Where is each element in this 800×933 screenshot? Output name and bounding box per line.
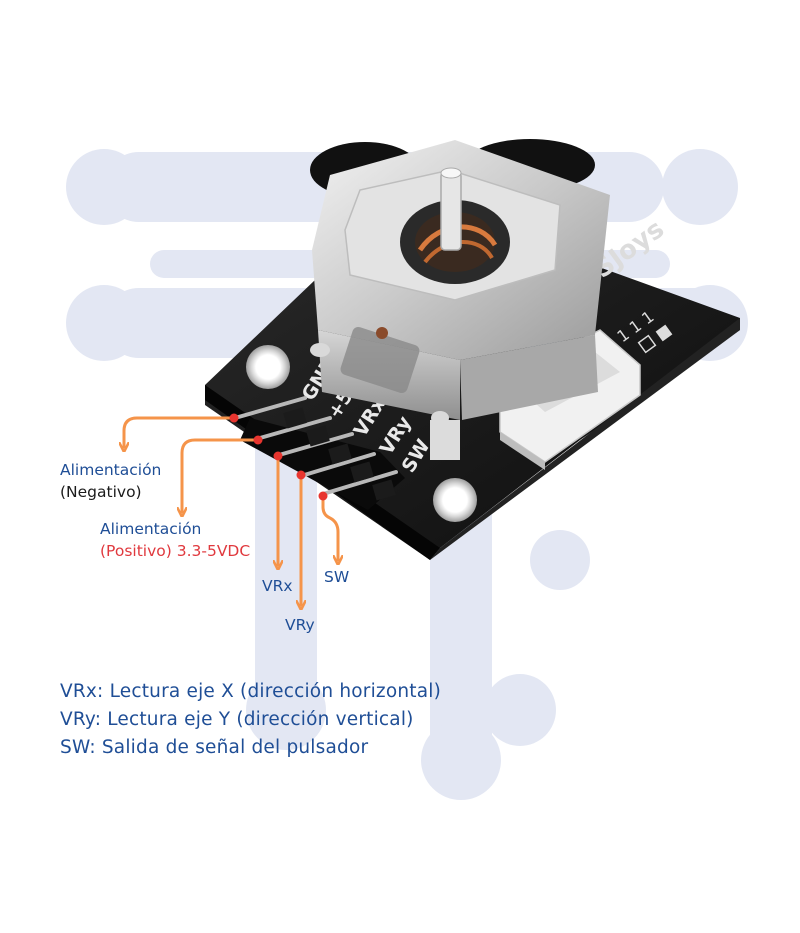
legend-vry: VRy: Lectura eje Y (dirección vertical) [60, 709, 414, 730]
pin-5v [258, 416, 332, 440]
callout-vcc-detail: (Positivo) 3.3-5VDC [100, 542, 251, 560]
callout-gnd-title: Alimentación [60, 461, 162, 479]
callout-gnd: Alimentación (Negativo) [60, 459, 161, 503]
legend-vrx: VRx: Lectura eje X (dirección horizontal… [60, 681, 442, 702]
arrow-vcc [182, 438, 260, 512]
callout-vcc: Alimentación (Positivo) 3.3-5VDC [100, 518, 250, 562]
legend-sw: SW: Salida de señal del pulsador [60, 737, 369, 758]
pin-dot-sw [318, 491, 328, 501]
legend: VRx: Lectura eje X (dirección horizontal… [60, 678, 441, 762]
joystick-mechanism [310, 139, 610, 460]
callout-vcc-title: Alimentación [100, 520, 202, 538]
callout-gnd-detail: (Negativo) [60, 483, 142, 501]
pin-markers [229, 413, 328, 501]
callout-vry: VRy [285, 616, 315, 634]
pin-dot-vrx [273, 451, 283, 461]
callout-sw: SW [324, 568, 350, 586]
arrow-gnd [124, 416, 236, 447]
arrow-sw [321, 494, 338, 560]
pin-header [233, 396, 405, 510]
pin-gnd [233, 396, 307, 420]
pin-sw [321, 470, 398, 496]
callout-vrx: VRx [262, 577, 293, 595]
pin-dot-vcc [253, 435, 263, 445]
joystick-shaft [440, 171, 462, 251]
pin-dot-vry [296, 470, 306, 480]
pin-vry [299, 452, 376, 478]
pin-dot-gnd [229, 413, 239, 423]
callout-arrows [124, 416, 338, 605]
